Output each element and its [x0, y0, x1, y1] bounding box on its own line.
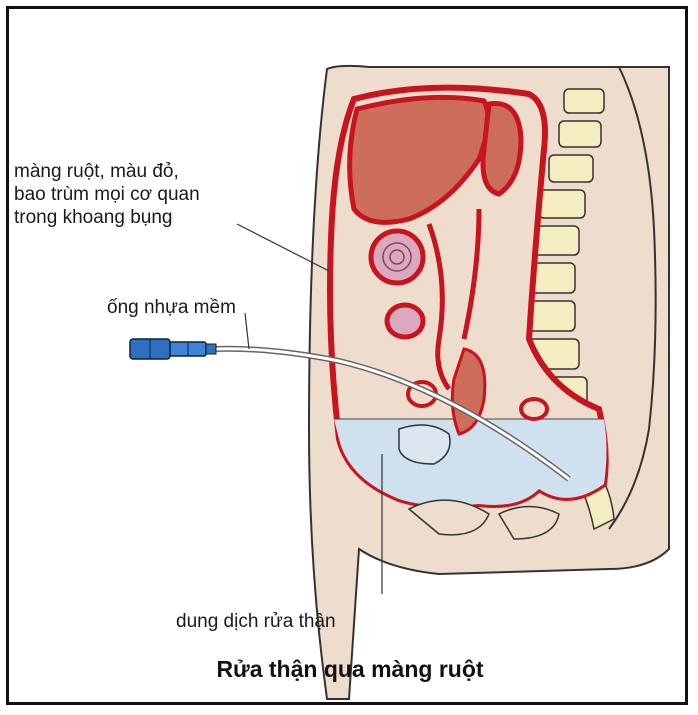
- catheter-connector: [130, 339, 216, 359]
- label-solution: dung dịch rửa thận: [176, 610, 336, 633]
- small-intestine: [387, 305, 423, 337]
- peritoneal-dialysis-illustration: [9, 9, 688, 705]
- label-catheter: ống nhựa mềm: [107, 296, 236, 319]
- bladder: [399, 425, 450, 464]
- label-peritoneum: màng ruột, màu đỏ, bao trùm mọi cơ quan …: [14, 160, 200, 229]
- diagram-title: Rửa thận qua màng ruột: [9, 656, 688, 683]
- leader-catheter: [245, 313, 249, 349]
- diagram-frame: màng ruột, màu đỏ, bao trùm mọi cơ quan …: [6, 6, 688, 705]
- intestine-coil: [371, 231, 423, 283]
